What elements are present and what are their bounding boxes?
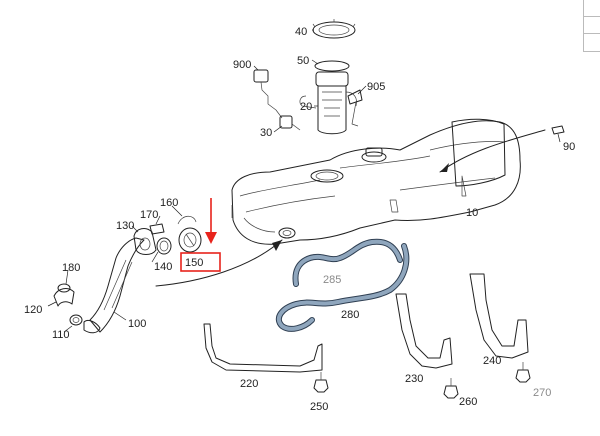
level-sensor-905[interactable]: [347, 89, 363, 127]
hose-clamp-180[interactable]: [57, 283, 71, 293]
label-110: 110: [52, 329, 70, 341]
label-160: 160: [160, 197, 178, 209]
bolt-250[interactable]: [313, 372, 329, 393]
label-905: 905: [367, 81, 385, 93]
label-90: 90: [563, 141, 575, 153]
seal-140[interactable]: [156, 237, 172, 255]
label-220: 220: [240, 378, 258, 390]
filler-housing-130[interactable]: [133, 228, 157, 255]
tank-strap-220[interactable]: [203, 323, 323, 373]
label-50: 50: [297, 55, 309, 67]
label-20: 20: [300, 101, 312, 113]
label-900: 900: [233, 59, 251, 71]
label-240: 240: [483, 355, 501, 367]
label-270: 270: [533, 387, 551, 399]
label-100: 100: [128, 318, 146, 330]
vent-hose-280[interactable]: [275, 243, 410, 332]
locking-ring[interactable]: [312, 19, 356, 39]
fuel-pump[interactable]: [299, 71, 357, 135]
bolt-260[interactable]: [443, 378, 459, 399]
filler-neck-pipe[interactable]: [83, 237, 145, 334]
fuel-cap-150[interactable]: [178, 227, 202, 253]
label-10: 10: [466, 207, 478, 219]
label-120: 120: [24, 304, 42, 316]
label-130: 130: [116, 220, 134, 232]
seal-ring[interactable]: [314, 60, 350, 72]
vent-hose-285[interactable]: [292, 238, 403, 287]
label-150: 150: [185, 257, 203, 269]
label-30: 30: [260, 127, 272, 139]
clip-90[interactable]: [551, 125, 565, 135]
fuel-tank[interactable]: [231, 118, 521, 245]
label-180: 180: [62, 262, 80, 274]
bolt-270[interactable]: [515, 362, 531, 383]
wiring-sensor-900[interactable]: [253, 69, 301, 131]
label-250: 250: [310, 401, 328, 413]
label-280: 280: [341, 309, 359, 321]
label-260: 260: [459, 396, 477, 408]
arrow-to-filler: [155, 239, 283, 287]
label-230: 230: [405, 373, 423, 385]
highlight-arrow-head: [205, 232, 217, 244]
leader-lines: [47, 29, 561, 333]
corner-table: [583, 0, 600, 52]
tank-strap-230[interactable]: [395, 293, 453, 369]
tank-strap-240[interactable]: [469, 273, 529, 359]
hose-120[interactable]: [53, 288, 75, 307]
part-170[interactable]: [149, 223, 165, 235]
arrow-to-tank-rear-head: [440, 163, 449, 172]
label-40: 40: [295, 26, 307, 38]
label-140: 140: [154, 261, 172, 273]
arrow-to-filler-head: [272, 240, 282, 251]
label-285: 285: [323, 274, 341, 286]
highlight-box: [180, 252, 221, 272]
label-170: 170: [140, 209, 158, 221]
arrow-to-tank-rear: [439, 129, 546, 173]
cap-tether-160[interactable]: [177, 215, 197, 225]
hose-clamp-110[interactable]: [69, 314, 83, 326]
